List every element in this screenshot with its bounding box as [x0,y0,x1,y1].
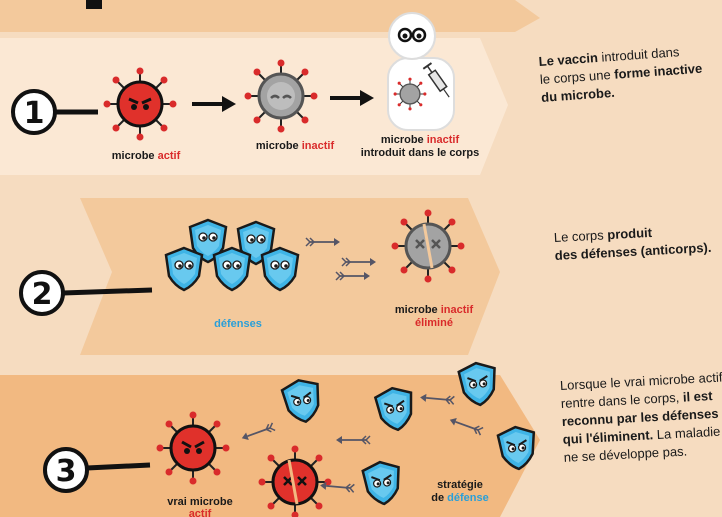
step-1: 1 microbe actif microbe inactif [11,12,703,162]
label-strategy-line2: de défense [431,492,488,504]
step2-number: 2 [32,277,53,312]
svg-text:Le corps produit: Le corps produit [553,225,653,245]
body-figure-icon [387,12,455,131]
step1-band [0,38,508,175]
svg-text:Le vaccin introduit dans: Le vaccin introduit dans [538,44,680,69]
arrow-right-icon [330,90,374,106]
step1-number: 1 [24,96,45,131]
svg-text:rentre dans le corps, il est: rentre dans le corps, il est [561,388,714,411]
step1-description: Le vaccin introduit dans le corps une fo… [538,44,702,105]
label-strategy-line1: stratégie [437,479,483,491]
active-microbe-icon [102,66,178,142]
header-band [0,0,540,32]
svg-text:du microbe.: du microbe. [541,85,616,105]
step2-connector [62,287,153,296]
label-introduced-line2: introduit dans le corps [361,147,480,159]
label-defenses: défenses [214,318,262,330]
arrow-right-icon [192,96,236,112]
destroyed-microbe-icon [257,444,333,517]
label-eliminated-line2: éliminé [415,317,453,329]
svg-text:le corps une forme inactive: le corps une forme inactive [539,61,702,87]
inactive-microbe-icon [243,58,319,134]
step-2: 2 défenses microbe inactif éliminé Le co… [19,208,712,330]
syringe-icon [422,62,450,98]
svg-text:ne se développe pas.: ne se développe pas. [563,443,687,464]
real-microbe-icon [155,410,231,486]
eliminated-microbe-icon [390,208,466,284]
header-glyph [86,0,102,9]
label-introduced-line1: microbe inactif [381,134,460,146]
label-eliminated-line1: microbe inactif [395,304,474,316]
label-real-microbe-line2: actif [189,508,212,517]
label-active-microbe: microbe actif [112,150,181,162]
svg-text:qui l'éliminent. La maladie: qui l'éliminent. La maladie [562,424,720,447]
step3-number: 3 [56,454,77,489]
step3-number-circle [43,447,89,493]
step3-description: Lorsque le vrai microbe actif rentre dan… [560,369,722,464]
label-inactive-microbe: microbe inactif [256,140,335,152]
label-real-microbe-line1: vrai microbe [167,496,232,508]
step-3: 3 vrai microbe actif stra [43,359,722,517]
step2-description: Le corps produit des défenses (anticorps… [553,225,711,263]
step3-connector [86,462,151,471]
